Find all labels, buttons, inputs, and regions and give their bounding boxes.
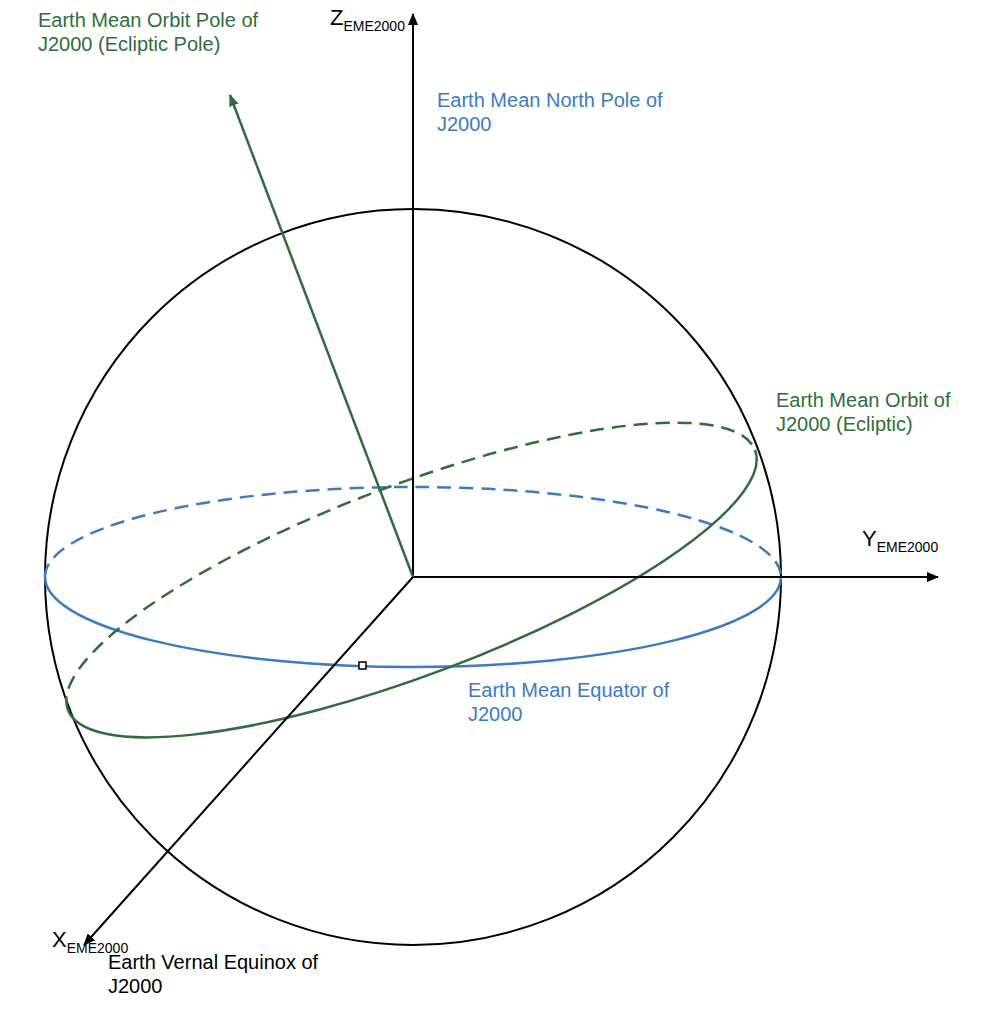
axis-subscript: EME2000 [343, 18, 404, 34]
ecliptic-pole-axis [230, 95, 413, 577]
x-axis [84, 577, 413, 945]
pole-label-group: Earth Mean North Pole of J2000 [437, 88, 677, 136]
y-axis [413, 576, 938, 578]
axis-label-group: ZEME2000 [330, 6, 480, 38]
plane-label: Earth Mean Orbit of J2000 (Ecliptic) [776, 389, 951, 435]
equinox-label-group: Earth Vernal Equinox of J2000 [108, 950, 328, 998]
pole-label: Earth Mean North Pole of J2000 [437, 89, 663, 135]
z-axis [412, 14, 414, 577]
axis-subscript: EME2000 [877, 539, 938, 555]
axis-label-group: YEME2000 [862, 527, 982, 559]
equinox-label: Earth Vernal Equinox of J2000 [108, 951, 318, 997]
ecliptic-back [66, 423, 755, 710]
axis-letter: Z [330, 5, 343, 30]
pole-label-group: Earth Mean Orbit Pole of J2000 (Ecliptic… [38, 8, 268, 56]
equinox-point [359, 662, 366, 669]
axis-letter: X [52, 927, 67, 952]
plane-label: Earth Mean Equator of J2000 [468, 679, 669, 725]
axis-letter: Y [862, 526, 877, 551]
pole-label: Earth Mean Orbit Pole of J2000 (Ecliptic… [38, 9, 258, 55]
equator-front [45, 577, 781, 667]
plane-label-group: Earth Mean Equator of J2000 [468, 678, 688, 726]
plane-label-group: Earth Mean Orbit of J2000 (Ecliptic) [776, 388, 981, 436]
